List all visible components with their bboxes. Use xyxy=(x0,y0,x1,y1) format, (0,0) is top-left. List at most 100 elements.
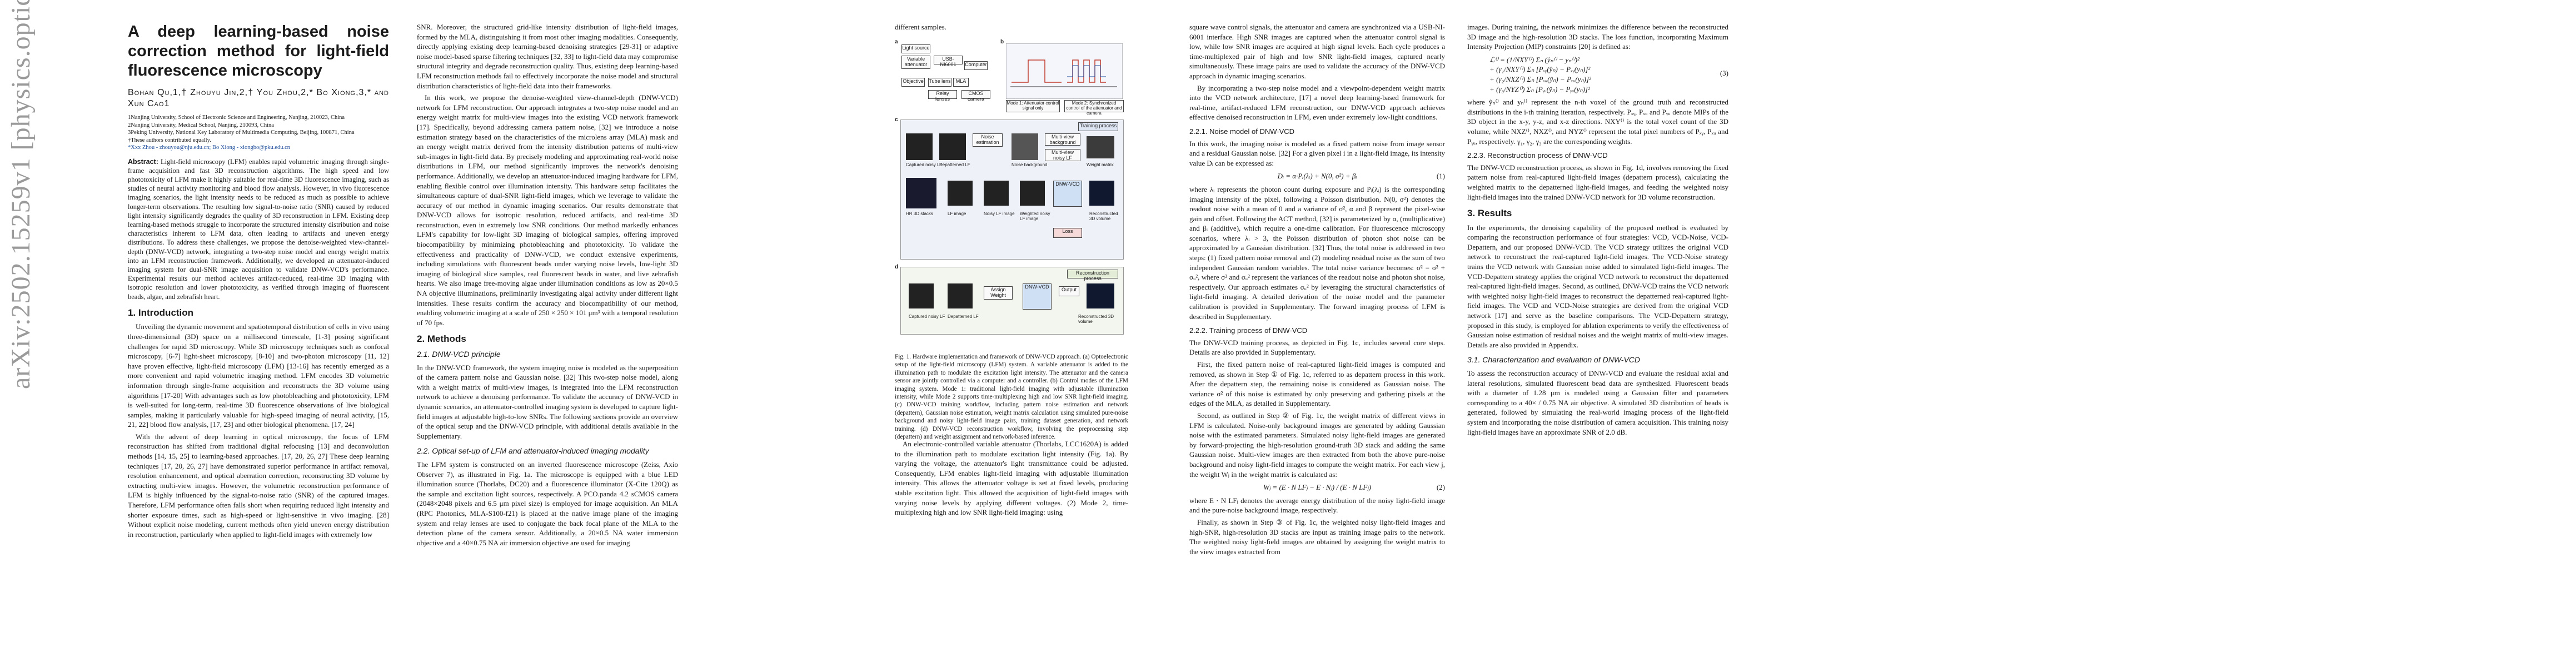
subsection-heading-optical: 2.2. Optical set-up of LFM and attenuato… xyxy=(417,446,649,456)
lf-image-thumbnail xyxy=(948,181,973,206)
paragraph: images. During training, the network min… xyxy=(1467,23,1728,51)
subsection-heading-principle: 2.1. DNW-VCD principle xyxy=(417,350,501,359)
paragraph: In the DNW-VCD framework, the system ima… xyxy=(417,363,678,440)
paragraph: To assess the reconstruction accuracy of… xyxy=(1467,369,1728,436)
paragraph: Unveiling the dynamic movement and spati… xyxy=(128,322,389,429)
paragraph: square wave control signals, the attenua… xyxy=(1189,23,1445,80)
paragraph: With the advent of deep learning in opti… xyxy=(128,432,389,539)
affiliation-line: 2Nanjing University, Medical School, Nan… xyxy=(128,122,274,128)
reconstructed-volume-thumbnail xyxy=(1089,181,1114,206)
paragraph: Second, as outlined in Step ② of Fig. 1c… xyxy=(1189,411,1445,479)
arxiv-sidebar: arXiv:2502.15259v1 [physics.optics] 21 F… xyxy=(0,0,56,667)
recon-captured-label: Captured noisy LF xyxy=(909,314,945,319)
page1-column-right: SNR. Moreover, the structured grid-like … xyxy=(417,22,678,550)
lf-image-label: LF image xyxy=(948,211,966,216)
equation-number: (1) xyxy=(1436,172,1445,181)
network-box: DNW-VCD xyxy=(1053,181,1082,207)
caption-text: Fig. 1. Hardware implementation and fram… xyxy=(895,354,1128,441)
control-signal-plot xyxy=(1006,43,1123,99)
paragraph: Finally, as shown in Step ③ of Fig. 1c, … xyxy=(1189,517,1445,556)
paragraph: First, the fixed pattern noise of real-c… xyxy=(1189,360,1445,408)
figure-1-caption: Fig. 1. Hardware implementation and fram… xyxy=(895,353,1128,443)
noise-estimation-box: Noise estimation xyxy=(973,133,1003,147)
recon-output-thumbnail xyxy=(1087,283,1114,308)
captured-lf-label: Captured noisy LF xyxy=(906,162,943,167)
paragraph: In this work, we propose the denoise-wei… xyxy=(417,93,678,327)
section-heading-methods: 2. Methods xyxy=(417,334,466,345)
paper-authors: Bohan Qu,1,† Zhouyu Jin,2,† You Zhou,2,*… xyxy=(128,88,389,108)
reconstructed-volume-label: Reconstructed 3D volume xyxy=(1089,211,1118,221)
training-process-tag: Training process xyxy=(1078,122,1118,131)
relay-lens-box: Relay lenses xyxy=(928,90,957,102)
equation-3: ℒ⁽⁾ = (1/NXY⁽⁾) Σₙ (ŷₙ⁽⁾ − yₙ⁽⁾)² + (γ₁/… xyxy=(1467,55,1728,94)
hr-stacks-label: HR 3D stacks xyxy=(906,211,933,216)
equation-line: + (γ₃/NYZ⁽⁾) Σₙ [Pᵧᵤ(ŷₙ) − Pᵧᵤ(yₙ)]² xyxy=(1489,84,1590,93)
page2-column-figure-text: An electronic-controlled variable attenu… xyxy=(895,439,1128,520)
arxiv-identifier: arXiv:2502.15259v1 [physics.optics] 21 F… xyxy=(6,0,36,389)
subsubsection-heading-training: 2.2.2. Training process of DNW-VCD xyxy=(1189,326,1308,335)
weight-matrix-label: Weight matrix xyxy=(1087,162,1114,167)
equation-1: Dᵢ = α·Pᵢ(λᵢ) + N(0, σ²) + βᵢ (1) xyxy=(1189,171,1445,181)
affiliation-line: *Xxx Zhou - zhouyou@nju.edu.cn; Bo Xiong… xyxy=(128,145,291,151)
output-box: Output xyxy=(1059,286,1079,296)
equation-line: + (γ₁/NXY⁽⁾) Σₙ [Pₓᵧ(ŷₙ) − Pₓᵧ(yₙ)]² xyxy=(1489,65,1591,74)
computer-box: Computer xyxy=(964,61,988,70)
figure-1: a Light source Variable attenuator USB-N… xyxy=(895,39,1128,342)
paragraph: where ŷₙ⁽⁾ and yₙ⁽⁾ represent the n-th v… xyxy=(1467,98,1728,146)
paragraph: different samples. xyxy=(895,23,946,31)
paragraph: SNR. Moreover, the structured grid-like … xyxy=(417,23,678,90)
paragraph: where λᵢ represents the photon count dur… xyxy=(1189,185,1445,321)
paragraph: The DNW-VCD reconstruction process, as s… xyxy=(1467,163,1728,201)
paragraph: In this work, the imaging noise is model… xyxy=(1189,139,1445,167)
abstract-label: Abstract: xyxy=(128,157,158,166)
panel-label-d: d xyxy=(895,264,899,270)
recon-output-label: Reconstructed 3D volume xyxy=(1078,314,1114,324)
page2-column-figure: different samples. xyxy=(895,22,1128,34)
panel-label-c: c xyxy=(895,117,898,123)
subsubsection-heading-reconstruction: 2.2.3. Reconstruction process of DNW-VCD xyxy=(1467,151,1608,160)
page2-column-middle: square wave control signals, the attenua… xyxy=(1189,22,1445,559)
recon-depatterned-label: Depatterned LF xyxy=(948,314,979,319)
captured-lf-thumbnail xyxy=(906,133,933,160)
recon-depattern-thumbnail xyxy=(948,283,973,308)
subsection-heading-characterization: 3.1. Characterization and evaluation of … xyxy=(1467,355,1641,365)
section-heading-introduction: 1. Introduction xyxy=(128,307,194,318)
controller-box: USB-NI6001 xyxy=(934,56,963,67)
noise-background-label: Noise background xyxy=(1012,162,1048,167)
depatterned-lf-thumbnail xyxy=(939,133,966,160)
reconstruction-process-tag: Reconstruction process xyxy=(1067,270,1118,281)
mode1-label: Mode 1: Attenuator control signal only xyxy=(1006,100,1060,112)
noise-background-thumbnail xyxy=(1012,133,1038,160)
noisy-lf-label: Noisy LF image xyxy=(984,211,1015,216)
paragraph: where E · N LFⱼ denotes the average ener… xyxy=(1189,496,1445,515)
attenuator-box: Variable attenuator xyxy=(901,56,930,69)
panel-label-a: a xyxy=(895,39,898,45)
tube-lens-box: Tube lens xyxy=(928,78,951,87)
noisy-lf-thumbnail xyxy=(984,181,1009,206)
abstract: Abstract: Light-field microscopy (LFM) e… xyxy=(128,157,389,301)
objective-box: Objective xyxy=(901,78,925,87)
paper-title: A deep learning-based noise correction m… xyxy=(128,23,389,79)
equation-text: Dᵢ = α·Pᵢ(λᵢ) + N(0, σ²) + βᵢ xyxy=(1277,172,1357,181)
abstract-text: Light-field microscopy (LFM) enables rap… xyxy=(128,157,390,301)
camera-box: CMOS camera xyxy=(961,90,990,102)
panel-label-b: b xyxy=(1000,39,1004,45)
page-1: A deep learning-based noise correction m… xyxy=(128,0,689,667)
paragraph: An electronic-controlled variable attenu… xyxy=(895,440,1128,517)
paragraph: The LFM system is constructed on an inve… xyxy=(417,460,678,547)
light-source-box: Light source xyxy=(901,44,930,53)
assign-weight-box: Assign Weight xyxy=(984,286,1013,300)
mla-box: MLA xyxy=(953,78,969,87)
hr-stacks-thumbnail xyxy=(906,178,936,208)
loss-box: Loss xyxy=(1053,228,1082,238)
weighted-noisy-label: Weighted noisy LF image xyxy=(1020,211,1050,221)
section-heading-results: 3. Results xyxy=(1467,208,1512,219)
affiliation-line: 3Peking University, National Key Laborat… xyxy=(128,130,355,136)
recon-captured-thumbnail xyxy=(909,283,934,308)
recon-network-box: DNW-VCD xyxy=(1023,283,1052,310)
multiview-background-box: Multi-view background xyxy=(1045,133,1080,146)
multiview-noisy-box: Multi-view noisy LF xyxy=(1045,149,1080,161)
page1-column-left: A deep learning-based noise correction m… xyxy=(128,22,389,541)
page2-column-right: images. During training, the network min… xyxy=(1467,22,1728,439)
mode2-label: Mode 2: Synchronized control of the atte… xyxy=(1064,100,1124,116)
